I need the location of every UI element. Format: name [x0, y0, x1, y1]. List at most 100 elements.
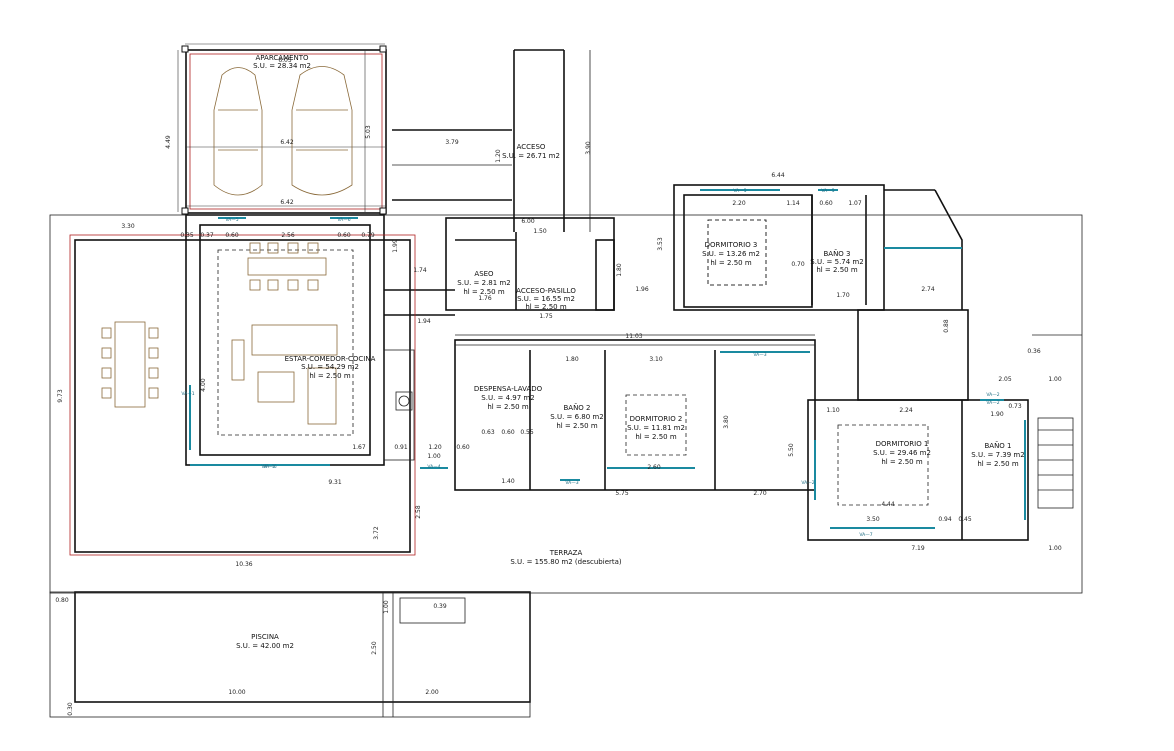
dimension: 1.50 [533, 228, 547, 235]
dimension: 1.14 [786, 200, 800, 207]
room-name: TERRAZA [549, 549, 583, 557]
terrace-table [101, 321, 159, 408]
room-area: S.U. = 42.00 m2 [236, 642, 294, 650]
room-area: S.U. = 6.80 m2 [550, 413, 603, 421]
dimension: 3.90 [585, 141, 592, 155]
dimension: 1.80 [565, 356, 579, 363]
dimension: 3.80 [723, 415, 730, 429]
dimension: 1.70 [836, 292, 850, 299]
dimension: 6.05 [278, 57, 292, 64]
dimension: 5.03 [365, 125, 372, 139]
window-label: VA—3 [565, 480, 578, 486]
dimension: 3.10 [649, 356, 663, 363]
dimension: 0.37 [200, 232, 214, 239]
window-label: VA—6 [337, 217, 350, 223]
dimension: 6.42 [280, 199, 294, 206]
dimension: 2.20 [732, 200, 746, 207]
room-name: BAÑO 3 [823, 249, 850, 258]
access-ramp [392, 49, 591, 232]
dimension: 0.73 [1008, 403, 1022, 410]
window-label: VA—2 [986, 400, 999, 406]
dining-table [247, 242, 327, 291]
dimension-labels: 6.05 6.42 6.42 4.49 3.79 5.03 1.20 3.90 … [55, 57, 1062, 716]
windows [189, 189, 1026, 529]
room-height: hl = 2.50 m [816, 266, 858, 274]
window-labels: VA—5 VA—6 VA—5 VA—5 VA—6 VA—1 VA—1 VA—4 … [181, 188, 999, 538]
room-height: hl = 2.50 m [525, 303, 567, 311]
dimension: 0.70 [791, 261, 805, 268]
dimension: 1.00 [1048, 545, 1062, 552]
dimension: 1.20 [428, 444, 442, 451]
room-area: S.U. = 155.80 m2 (descubierta) [510, 558, 622, 566]
dimension: 0.63 [481, 429, 495, 436]
dimension: 1.00 [1048, 376, 1062, 383]
pool-area [49, 591, 531, 718]
room-name: DORMITORIO 1 [876, 440, 929, 448]
dimension: 3.72 [373, 526, 380, 540]
dimension: 2.24 [899, 407, 913, 414]
kitchen-counter [383, 349, 415, 461]
room-name: APARCAMENTO [255, 54, 309, 62]
room-area: S.U. = 5.74 m2 [810, 258, 863, 266]
room-name: BAÑO 1 [984, 441, 1011, 450]
dimension: 1.40 [501, 478, 515, 485]
window-label: VA—2 [801, 480, 814, 486]
dimension: 1.75 [539, 313, 553, 320]
room-height: hl = 2.50 m [463, 288, 505, 296]
dimension: 9.73 [57, 389, 64, 403]
window-label: VA—5 [225, 217, 238, 223]
car-icon [291, 66, 353, 196]
dimension: 0.79 [361, 232, 375, 239]
room-area: S.U. = 28.34 m2 [253, 62, 311, 70]
dimension: 2.00 [425, 689, 439, 696]
room-height: hl = 2.50 m [309, 372, 351, 380]
dimension: 1.94 [417, 318, 431, 325]
dimension: 2.70 [753, 490, 767, 497]
room-labels: APARCAMENTO S.U. = 28.34 m2 ACCESO S.U. … [236, 54, 1025, 650]
dimension: 1.74 [413, 267, 427, 274]
dimension: 4.00 [200, 378, 207, 392]
room-height: hl = 2.50 m [710, 259, 752, 267]
dimension: 2.74 [921, 286, 935, 293]
dimension: 2.58 [415, 505, 422, 519]
dimension: 1.90 [990, 411, 1004, 418]
room-name: PISCINA [251, 633, 279, 641]
dimension: 1.10 [826, 407, 840, 414]
window-label: VA—5 [821, 188, 834, 194]
dimension: 4.49 [165, 135, 172, 149]
room-area: S.U. = 11.81 m2 [627, 424, 685, 432]
dimension: 0.60 [337, 232, 351, 239]
window-label: VA—3 [753, 352, 766, 358]
dimension: 0.45 [958, 516, 972, 523]
room-name: DORMITORIO 2 [630, 415, 683, 423]
dimension: 11.03 [625, 333, 642, 340]
terrace-area [49, 214, 1083, 594]
dimension: 5.75 [615, 490, 629, 497]
room-area: S.U. = 13.26 m2 [702, 250, 760, 258]
dimension: 3.30 [121, 223, 135, 230]
dimension: 0.39 [433, 603, 447, 610]
room-name: ESTAR-COMEDOR-COCINA [285, 355, 376, 363]
dimension: 1.76 [478, 295, 492, 302]
room-height: hl = 2.50 m [487, 403, 529, 411]
sofa-set [231, 324, 338, 425]
room-height: hl = 2.50 m [977, 460, 1019, 468]
dimension: 1.07 [848, 200, 862, 207]
window-label: VA—4 [427, 464, 440, 470]
room-area: S.U. = 7.39 m2 [971, 451, 1024, 459]
dimension: 2.60 [647, 464, 661, 471]
dimension: 4.44 [881, 501, 895, 508]
room-area: S.U. = 4.97 m2 [481, 394, 534, 402]
room-name: DESPENSA-LAVADO [474, 385, 543, 393]
dimension: 0.60 [819, 200, 833, 207]
dimension: 10.36 [235, 561, 252, 568]
dimension: 0.60 [501, 429, 515, 436]
dimension: 3.79 [445, 139, 459, 146]
room-area: S.U. = 16.55 m2 [517, 295, 575, 303]
window-label: VA—7 [859, 532, 872, 538]
dimension: 0.60 [225, 232, 239, 239]
dimension: 1.67 [352, 444, 366, 451]
dimension: 0.88 [943, 319, 950, 333]
dimension: 0.94 [938, 516, 952, 523]
window-label: VA—1 [261, 464, 274, 470]
